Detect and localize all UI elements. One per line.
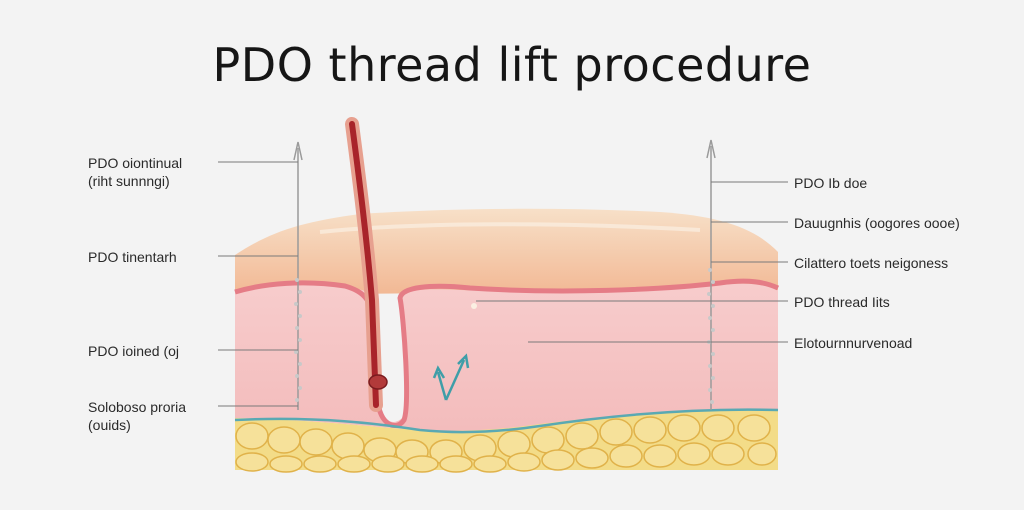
label-right-5: Elotournnurvenoad [794,334,912,352]
label-right-5-text: Elotournnurvenoad [794,335,913,351]
label-right-1-text: PDO Ib doe [794,175,868,191]
label-right-1: PDO Ib doe [794,174,867,192]
label-left-4: Soloboso proria (ouids) [88,398,186,434]
right-thread-dots [707,268,715,404]
label-left-1: PDO oiontinual (riht sunnngi) [88,154,182,190]
label-left-2: PDO tinentarh [88,248,177,266]
left-leader-lines [218,161,298,407]
thread-tip [368,374,388,390]
label-left-2-line1: PDO tinentarh [88,249,177,265]
left-thread-dots [294,278,302,402]
thread-barbs-icon [432,353,470,401]
label-right-2: Dauugnhis (oogores oooe) [794,214,960,232]
label-left-3-line1: PDO ioined (oj [88,343,180,359]
label-left-4-line2: (ouids) [88,417,131,433]
page-title: PDO thread lift procedure [212,38,812,92]
right-leader-lines [476,181,788,343]
dermal-epidermal-junction [234,278,780,428]
label-left-3: PDO ioined (oj [88,342,179,360]
label-left-4-line1: Soloboso proria [88,399,187,415]
label-left-1-line1: PDO oiontinual [88,155,183,171]
label-right-2-text: Dauugnhis (oogores oooe) [794,215,960,231]
label-left-1-line2: (riht sunnngi) [88,173,170,189]
fat-cells [235,414,777,473]
label-right-3: Cilattero toets neigoness [794,254,948,272]
fascia-line [234,408,779,434]
label-right-4: PDO thread Iits [794,293,890,311]
label-right-4-text: PDO thread Iits [794,294,890,310]
label-right-3-text: Cilattero toets neigoness [794,255,949,271]
dermis-layer [235,283,778,432]
